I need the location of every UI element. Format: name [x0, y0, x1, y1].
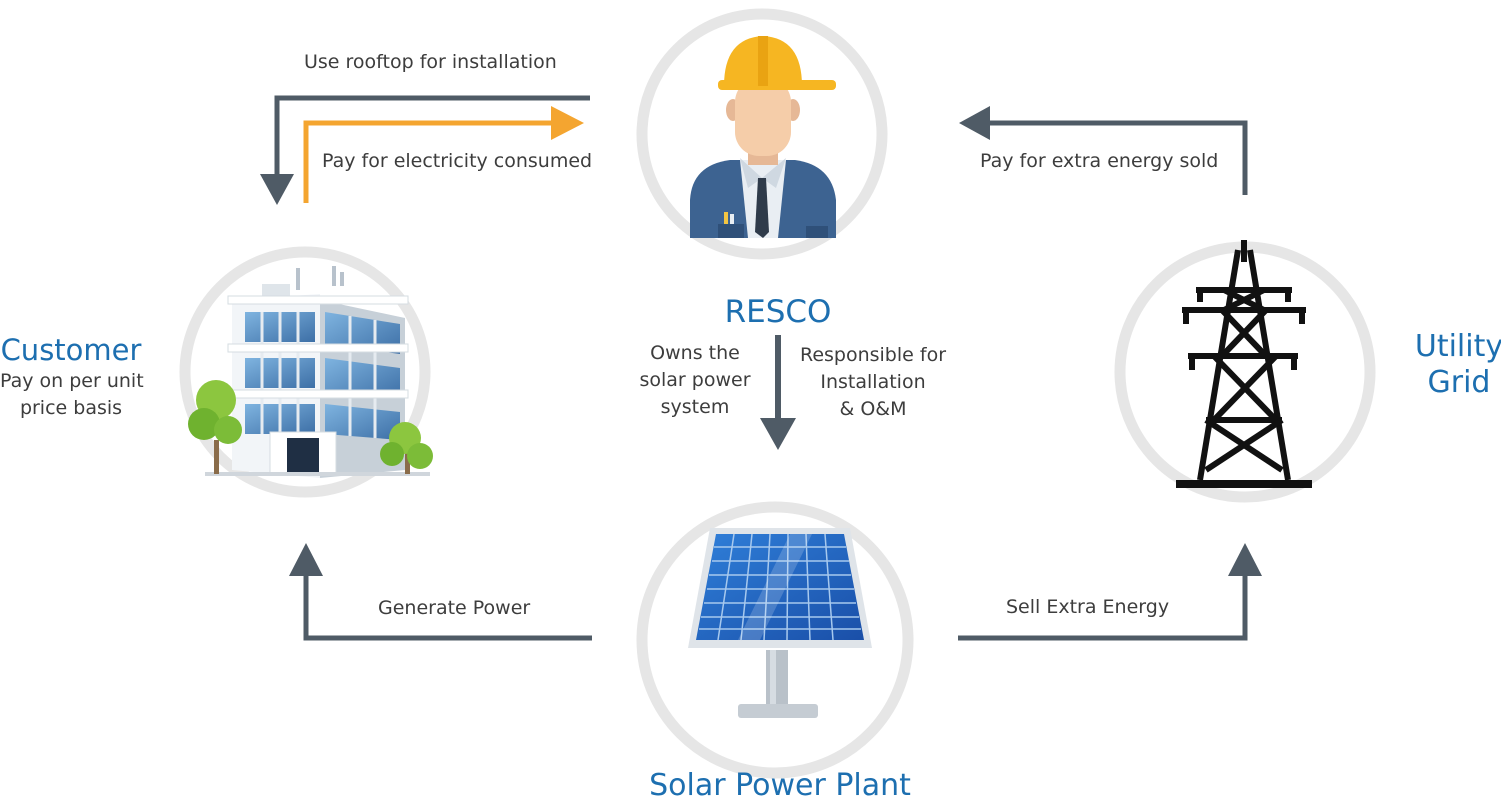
- label-resp-line2: Installation: [820, 371, 926, 393]
- label-owns-line3: system: [660, 396, 730, 418]
- label-resp-line1: Responsible for: [799, 344, 947, 366]
- label-pay-extra-sold: Pay for extra energy sold: [980, 150, 1219, 172]
- utility-circle: [1114, 241, 1376, 503]
- label-use-rooftop: Use rooftop for installation: [304, 51, 557, 73]
- arrow-pay-consumed: [303, 106, 584, 203]
- utility-title-line1: Utility: [1414, 329, 1501, 364]
- label-owns-line2: solar power: [639, 369, 751, 391]
- label-owns-line1: Owns the: [650, 342, 740, 364]
- label-sell-extra: Sell Extra Energy: [1006, 596, 1170, 618]
- building-icon: [188, 266, 433, 478]
- label-generate-power: Generate Power: [378, 597, 531, 619]
- customer-subtitle-line1: Pay on per unit: [0, 370, 144, 392]
- solar-panel-icon: [688, 528, 872, 718]
- customer-subtitle-line2: price basis: [19, 397, 123, 419]
- arrow-sell-extra: [958, 543, 1262, 641]
- arrow-use-rooftop: [260, 95, 590, 205]
- solar-title: Solar Power Plant: [649, 768, 911, 803]
- arrow-pay-extra-sold: [959, 106, 1248, 195]
- customer-title: Customer: [0, 333, 142, 367]
- arrow-generate-power: [289, 543, 592, 641]
- transmission-tower-icon: [1176, 240, 1312, 488]
- resco-title: RESCO: [724, 294, 832, 330]
- utility-title-line2: Grid: [1427, 365, 1491, 400]
- engineer-icon: [690, 36, 836, 238]
- label-resp-line3: & O&M: [839, 398, 907, 420]
- label-pay-consumed: Pay for electricity consumed: [322, 150, 593, 172]
- arrow-resco-to-solar: [760, 335, 796, 450]
